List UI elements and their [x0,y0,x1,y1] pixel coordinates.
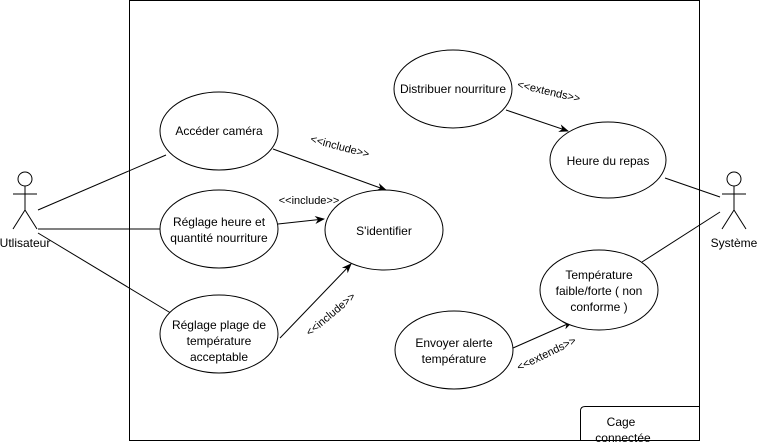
use-case-temp-range-label-line3: acceptable [190,350,248,364]
use-case-temp-range-label-line1: Réglage plage de [172,318,266,332]
use-case-temp-status-label-line3: conforme ) [570,300,627,314]
system-boundary [129,0,700,441]
relation-label-extends-alert: <<extends>> [515,335,578,374]
actor-user-head [17,171,33,187]
use-case-schedule-label-line1: Réglage heure et [173,215,266,229]
dependency-arrows [272,109,573,349]
arrow-alert-temp-status [512,321,573,349]
actor-system-leg-right [733,209,747,230]
use-case-camera[interactable]: Accéder caméra [159,91,279,171]
arrow-camera-identify [272,148,387,191]
actor-user-label: Utlisateur [0,236,50,250]
actor-user-leg-right [24,209,38,230]
use-case-schedule-label-line2: quantité nourriture [170,231,268,245]
use-case-distribute-label: Distribuer nourriture [400,82,506,96]
use-case-meal-time[interactable]: Heure du repas [549,121,667,199]
use-case-send-alert[interactable]: Envoyer alerte température [394,310,514,390]
system-boundary-label-line2: connectée [595,431,651,442]
use-case-identify[interactable]: S'identifier [324,189,444,271]
actor-system-head [726,171,742,187]
use-case-camera-label: Accéder caméra [175,124,263,138]
use-case-temp-status-label-line1: Température [565,268,633,282]
relation-label-extends-distribute: <<extends>> [516,79,581,105]
arrow-distribute-meal-time [505,109,569,132]
use-case-temp-status[interactable]: Température faible/forte ( non conforme … [539,249,659,331]
relation-label-include-temp-range: <<include>> [304,291,358,339]
actor-system [721,171,747,230]
use-case-send-alert-label-line1: Envoyer alerte [415,336,493,350]
use-case-temp-range-label-line2: température [187,334,252,348]
arrow-temp-range-identify [279,263,352,339]
use-case-meal-time-label: Heure du repas [567,154,650,168]
relation-label-include-camera: <<include>> [309,133,371,160]
system-boundary-label-line1: Cage [607,415,636,429]
arrow-schedule-identify [277,215,325,225]
actor-user [12,171,38,230]
use-case-temp-range[interactable]: Réglage plage de température acceptable [159,294,279,374]
assoc-user-camera [37,154,167,211]
use-case-temp-status-label-line2: faible/forte ( non [556,284,643,298]
relation-label-include-schedule: <<include>> [279,195,340,207]
use-case-schedule[interactable]: Réglage heure et quantité nourriture [159,189,279,269]
actor-system-leg-left [721,209,735,230]
actor-system-label: Système [711,236,758,250]
assoc-system-meal-time [664,177,721,198]
use-case-distribute[interactable]: Distribuer nourriture [393,49,513,129]
assoc-system-temp-status [641,211,721,263]
actor-user-leg-left [12,209,26,230]
system-boundary-tab: Cage connectée [580,406,700,442]
associations [37,154,721,316]
assoc-user-temp-range [37,232,175,316]
use-case-send-alert-label-line2: température [422,352,487,366]
use-case-identify-label: S'identifier [356,224,412,238]
